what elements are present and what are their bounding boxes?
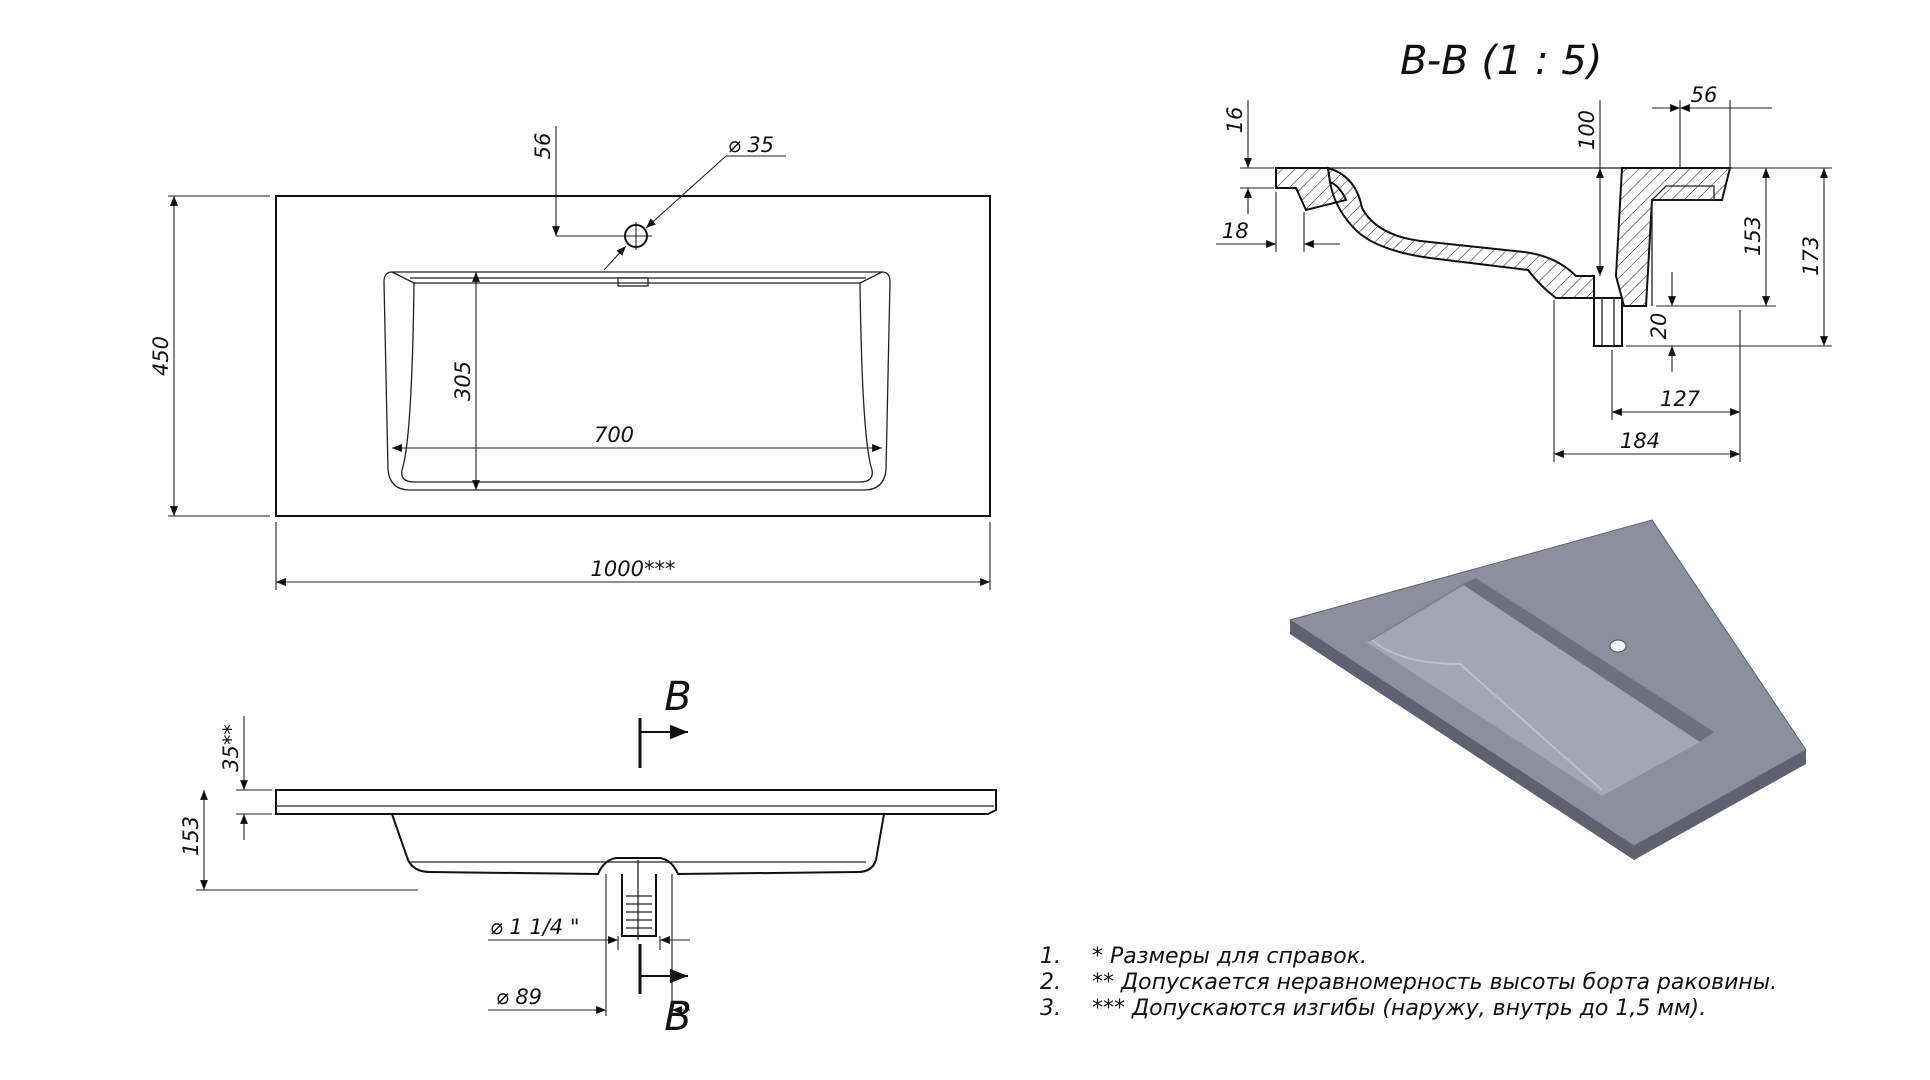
note-number: 2.	[1040, 970, 1061, 995]
dim-153-label: 153	[1741, 216, 1765, 256]
render-right-edge	[1634, 750, 1806, 860]
overflow-slot	[617, 277, 649, 287]
dim-hole-offset-label: 56	[531, 133, 555, 160]
note-item: 2. ** Допускается неравномерность высоты…	[1040, 970, 1800, 996]
dim-100-label: 100	[1575, 110, 1599, 150]
note-text: ** Допускается неравномерность высоты бо…	[1092, 970, 1778, 995]
render-bowl-left-wall	[1366, 578, 1476, 642]
dim-height-label: 153	[179, 816, 203, 856]
dim-184-label: 184	[1620, 429, 1660, 453]
dim-bowl-depth-label: 305	[451, 361, 475, 401]
dim-56-label: 56	[1691, 83, 1718, 107]
section-label-bottom: B	[664, 994, 691, 1040]
dim-16-label: 16	[1223, 107, 1247, 134]
dim-20-label: 20	[1647, 313, 1671, 340]
dim-hole-diameter-label: ⌀ 35	[728, 133, 774, 157]
section-label-top: B	[664, 674, 691, 720]
dim-depth-label: 450	[149, 336, 173, 376]
bowl-corner-line	[859, 271, 883, 284]
render-tap-hole	[1609, 639, 1627, 653]
section-back-wall	[1614, 167, 1732, 307]
dim-127-label: 127	[1660, 387, 1701, 411]
bowl-profile-front	[391, 813, 885, 876]
dim-173-label: 173	[1799, 236, 1823, 276]
note-text: *** Допускаются изгибы (наружу, внутрь д…	[1092, 996, 1707, 1021]
note-number: 3.	[1040, 996, 1061, 1021]
note-item: 3. *** Допускаются изгибы (наружу, внутр…	[1040, 996, 1800, 1022]
dim-total-width-label: 1000***	[591, 557, 676, 581]
countertop-profile	[275, 789, 997, 815]
section-drain	[1593, 297, 1623, 347]
section-overflow-channel	[1650, 185, 1715, 201]
drain-thread	[626, 895, 652, 929]
dim-outlet-flange-label: ⌀ 89	[496, 985, 542, 1009]
render-bowl-back-wall	[1462, 578, 1714, 742]
drain-outlet	[621, 874, 657, 937]
front-view: B B 35** 153 ⌀ 1 1/4 " ⌀ 89	[179, 674, 997, 1040]
bowl-inner-top	[401, 282, 873, 483]
note-number: 1.	[1040, 944, 1061, 969]
section-title: B-B (1 : 5)	[1400, 38, 1602, 84]
section-bowl-wall	[1326, 166, 1595, 299]
dim-bowl-width-label: 700	[594, 423, 634, 447]
dim-leader-hole	[645, 155, 727, 229]
bowl-corner-line	[391, 271, 415, 284]
sink-3d-render	[1288, 519, 1807, 860]
note-text: * Размеры для справок.	[1092, 944, 1368, 969]
render-bowl-floor	[1366, 584, 1700, 796]
note-item: 1. * Размеры для справок.	[1040, 944, 1800, 970]
dim-18-label: 18	[1222, 219, 1249, 243]
dim-leader-hole	[603, 245, 627, 271]
dim-rim-label: 35**	[219, 724, 243, 772]
bowl-outline-top	[383, 271, 891, 491]
render-front-edge	[1290, 620, 1634, 860]
sink-outline-top	[275, 195, 991, 517]
section-view: B-B (1 : 5) 16 18 100	[1216, 38, 1832, 462]
render-bowl-curve	[1371, 639, 1603, 791]
dim-outlet-thread-label: ⌀ 1 1/4 "	[490, 915, 580, 939]
notes-block: 1. * Размеры для справок. 2. ** Допускае…	[1040, 944, 1800, 1022]
top-view: 1000*** 450 700 305 56 ⌀ 35	[149, 126, 991, 590]
